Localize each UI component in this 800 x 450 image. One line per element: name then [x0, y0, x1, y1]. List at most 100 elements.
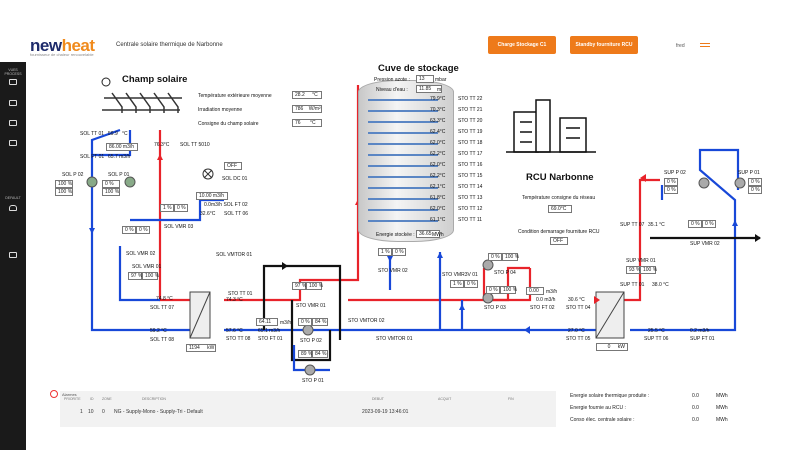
alarm-col-priority: PRIORITE	[64, 397, 81, 401]
sidebar-item-settings[interactable]	[0, 120, 26, 126]
sup-p02-speed[interactable]: 0 %	[664, 178, 678, 186]
outdoor-temp-label: Température extérieure moyenne	[198, 93, 272, 99]
sidebar-item-process[interactable]: VUES PROCESS	[0, 68, 26, 85]
sto-p04-setpoint[interactable]: 100 %	[502, 253, 519, 261]
sto-p02-setpoint[interactable]: 84 %	[312, 318, 328, 326]
tank-sensor-label: STO TT 19	[458, 129, 483, 135]
sto-vmr01-label: STO VMR 01	[296, 303, 326, 309]
sol-tt08-label: SOL TT 08	[150, 337, 175, 343]
sol-vmr02-setpoint[interactable]: 0 %	[136, 226, 150, 234]
flow-arrow-icon	[755, 234, 761, 242]
sidebar-item-storage[interactable]	[0, 100, 26, 106]
tank-sensor-label: STO TT 12	[458, 206, 483, 212]
logo-tagline: fournisseur de chaleur renouvelable	[30, 52, 94, 57]
sol-tt01-label: SOL TT 01	[80, 131, 105, 137]
sto-p04-pump	[482, 259, 494, 271]
tank-sensor-temp: 62.2°C	[430, 151, 446, 157]
sto-p02-speed[interactable]: 0 %	[298, 318, 312, 326]
rcu-cond-label: Condition demarrage fourniture RCU	[518, 229, 600, 235]
sto-vmr02-setpoint[interactable]: 0 %	[392, 248, 406, 256]
rcu-cond-status[interactable]: OFF	[550, 237, 568, 245]
sol-p02-setpoint[interactable]: 100 %	[55, 188, 73, 196]
sol-vmr01-setpoint[interactable]: 100 %	[142, 272, 159, 280]
flow-arrow-icon	[640, 174, 646, 182]
sol-p01-label: SOL P 01	[108, 172, 130, 178]
sto-p02-pump	[302, 324, 314, 336]
standby-rcu-button[interactable]: Standby fourniture RCU	[570, 36, 638, 54]
tank-sensor-temp: 62.1°C	[430, 184, 446, 190]
solar-setpoint-value[interactable]: 76 °C	[292, 119, 322, 127]
storage-hot-pipe-2	[348, 266, 530, 302]
sto-tt08-label: STO TT 08	[226, 336, 251, 342]
sidebar-item-network[interactable]	[0, 140, 26, 146]
sup-vmr02-setpoint[interactable]: 0 %	[702, 220, 716, 228]
sup-p01-speed[interactable]: 0 %	[748, 178, 762, 186]
alarm-panel	[60, 391, 556, 427]
sol-p02-speed[interactable]: 100 %	[55, 180, 73, 188]
irradiation-label: Irradiation moyenne	[198, 107, 243, 113]
storage-tank	[358, 80, 454, 242]
sup-vmr02-pos[interactable]: 0 %	[688, 220, 702, 228]
sup-vmr01-pos[interactable]: 93 %	[626, 266, 640, 274]
sto-p01-speed[interactable]: 89 %	[298, 350, 312, 358]
sto-vmr3v01-setpoint[interactable]: 0 %	[464, 280, 478, 288]
sup-tt07-value: 35.1 °C	[648, 222, 665, 228]
level-value: 11.85	[416, 85, 442, 93]
sol-p01-pump	[124, 176, 136, 188]
sol-dc01-status[interactable]: OFF	[224, 162, 242, 170]
sto-p03-setpoint[interactable]: 100 %	[500, 286, 517, 294]
pressure-label: Pression azote :	[374, 77, 410, 83]
sto-vmr01-setpoint[interactable]: 100 %	[306, 282, 323, 290]
sto-p03-pump	[482, 292, 494, 304]
sup-p02-setpoint[interactable]: 0 %	[664, 186, 678, 194]
sup-p01-setpoint[interactable]: 0 %	[748, 186, 762, 194]
sol-vmr03-label: SOL VMR 03	[164, 224, 194, 230]
alarm-col-description: DESCRIPTION	[142, 397, 166, 401]
sol-vmr01-pos[interactable]: 97 %	[128, 272, 142, 280]
sto-p01-pump	[304, 364, 316, 376]
sup-vmr01-setpoint[interactable]: 100 %	[640, 266, 657, 274]
sto-vmr3v01-pos[interactable]: 1 %	[450, 280, 464, 288]
alarm-col-start: DEBUT	[372, 397, 384, 401]
sto-p04-speed[interactable]: 0 %	[488, 253, 502, 261]
user-name[interactable]: fred	[676, 43, 685, 49]
sto-tt01-label: STO TT 01	[228, 291, 253, 297]
flow-arrow-icon	[732, 220, 738, 226]
pressure-value: 13	[416, 75, 434, 83]
sto-tt05-label: STO TT 05	[566, 336, 591, 342]
sto-p03-speed[interactable]: 0 %	[486, 286, 500, 294]
sol-vmr03-setpoint[interactable]: 0 %	[174, 204, 188, 212]
solar-panels	[102, 92, 182, 113]
sto-ft01-label: STO FT 01	[258, 336, 283, 342]
rcu-setpoint-value[interactable]: 69.0°C	[548, 205, 572, 213]
sol-ft02-value: 10.00 m3/h	[196, 192, 228, 200]
rcu-title: RCU Narbonne	[526, 172, 594, 183]
sto-p01-setpoint[interactable]: 84 %	[312, 350, 328, 358]
flow-arrow-icon	[594, 296, 600, 304]
sol-vmr02-pos[interactable]: 0 %	[122, 226, 136, 234]
charge-storage-button[interactable]: Charge Stockage C1	[488, 36, 556, 54]
menu-icon[interactable]	[700, 43, 710, 49]
sol-p01-speed[interactable]: 0 %	[102, 180, 120, 188]
sol-p01-setpoint[interactable]: 100 %	[102, 188, 120, 196]
energy-stored-value: 36.65	[416, 230, 440, 238]
sidebar: VUES PROCESS DEFAULT	[0, 62, 26, 450]
tank-sensor-label: STO TT 13	[458, 195, 483, 201]
sol-vmr02-label: SOL VMR 02	[126, 251, 156, 257]
storage-title: Cuve de stockage	[378, 63, 459, 74]
tank-layer	[368, 209, 438, 211]
sto-vmr3v01-label: STO VMR3V 01	[442, 272, 478, 278]
sidebar-item-list[interactable]	[0, 252, 26, 258]
sto-vmr01-pos[interactable]: 97 %	[292, 282, 306, 290]
sto-vmr02-pos[interactable]: 1 %	[378, 248, 392, 256]
sto-tt05-value: 27.0 °C	[568, 328, 585, 334]
flow-arrow-icon	[89, 228, 95, 234]
sun-icon	[101, 77, 111, 87]
sol-vmr03-pos[interactable]: 1 %	[160, 204, 174, 212]
level-label: Niveau d'eau :	[376, 87, 408, 93]
sto-p02-flow: 64.11	[256, 318, 278, 326]
flow-arrow-icon	[282, 262, 288, 270]
sol-tt06-value: 32.6°C	[200, 211, 216, 217]
sidebar-item-default[interactable]: DEFAULT	[0, 196, 26, 211]
alarm-col-ack: ACQUIT	[438, 397, 452, 401]
